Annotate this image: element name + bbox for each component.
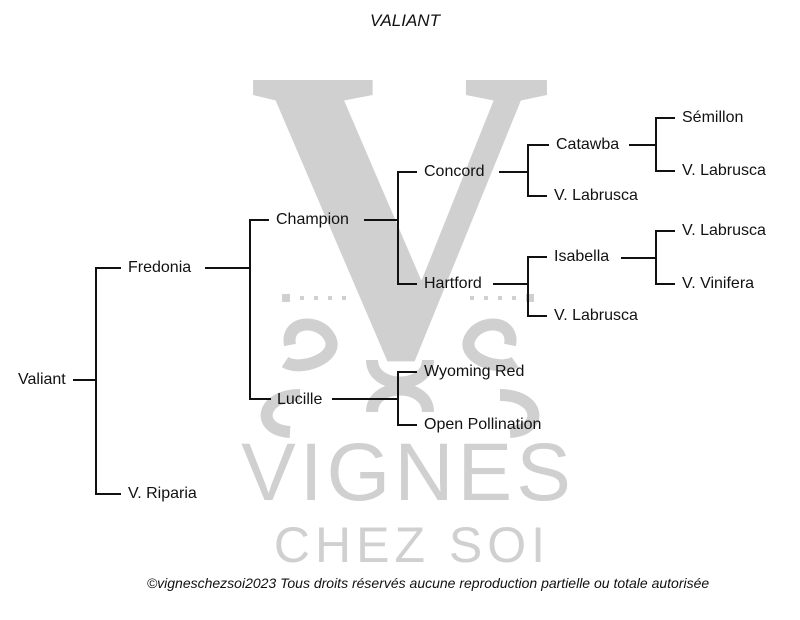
watermark-dots-right (470, 294, 534, 302)
node-catawba-v-labrusca: V. Labrusca (682, 162, 766, 179)
node-v-vinifera: V. Vinifera (682, 275, 755, 292)
connector-concord (499, 144, 549, 197)
node-isabella: Isabella (554, 248, 610, 265)
copyright-notice: ©vigneschezsoi2023 Tous droits réservés … (146, 575, 710, 591)
node-concord-v-labrusca: V. Labrusca (554, 187, 638, 204)
watermark-ornament (260, 318, 540, 438)
connector-catawba (629, 117, 675, 172)
connector-isabella (621, 230, 675, 285)
node-catawba: Catawba (556, 136, 620, 153)
node-fredonia: Fredonia (128, 259, 192, 276)
node-wyoming-red: Wyoming Red (424, 363, 525, 380)
connector-champion (364, 171, 417, 285)
connector-fredonia (205, 219, 271, 400)
node-semillon: Sémillon (682, 109, 744, 126)
node-champion: Champion (276, 211, 349, 228)
node-hartford-v-labrusca: V. Labrusca (554, 307, 638, 324)
node-open-pollination: Open Pollination (424, 416, 542, 433)
connector-valiant (73, 267, 121, 495)
node-v-riparia: V. Riparia (128, 485, 197, 502)
node-isabella-v-labrusca: V. Labrusca (682, 222, 766, 239)
watermark-dots-left (282, 294, 346, 302)
connector-lucille (332, 371, 417, 426)
node-valiant: Valiant (18, 371, 66, 388)
node-lucille: Lucille (277, 391, 323, 408)
node-hartford: Hartford (424, 275, 482, 292)
watermark-line1: VIGNES (241, 427, 575, 518)
diagram-title: VALIANT (370, 11, 440, 30)
watermark-line2: CHEZ SOI (274, 517, 550, 573)
connector-hartford (493, 256, 547, 317)
node-concord: Concord (424, 163, 485, 180)
